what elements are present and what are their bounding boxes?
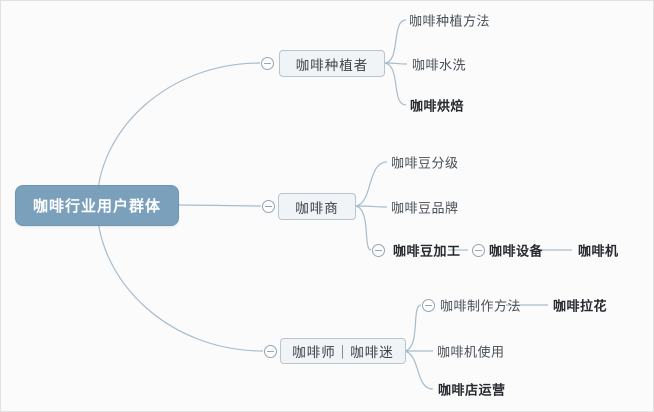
subtopic-bean-grading[interactable]: 咖啡豆分级 [391, 155, 459, 171]
subtopic-making-method[interactable]: 咖啡制作方法 [440, 298, 522, 314]
collapse-icon[interactable] [263, 344, 277, 358]
subtopic-coffee-equipment[interactable]: 咖啡设备 [489, 243, 544, 259]
subtopic-washing[interactable]: 咖啡水洗 [412, 57, 467, 73]
topic-barista-fan[interactable]: 咖啡师｜咖啡迷 [280, 338, 406, 364]
subtopic-bean-processing[interactable]: 咖啡豆加工 [393, 243, 461, 259]
collapse-icon[interactable] [371, 243, 385, 257]
subtopic-coffee-machine[interactable]: 咖啡机 [578, 243, 619, 259]
collapse-icon[interactable] [421, 298, 435, 312]
collapse-icon[interactable] [260, 56, 274, 70]
subtopic-machine-usage[interactable]: 咖啡机使用 [437, 344, 505, 360]
subtopic-latte-art[interactable]: 咖啡拉花 [553, 298, 608, 314]
root-topic[interactable]: 咖啡行业用户群体 [15, 185, 179, 226]
topic-coffee-merchant[interactable]: 咖啡商 [278, 193, 356, 220]
collapse-icon[interactable] [261, 199, 275, 213]
collapse-icon[interactable] [471, 243, 485, 257]
subtopic-shop-operation[interactable]: 咖啡店运营 [438, 382, 506, 398]
topic-coffee-grower[interactable]: 咖啡种植者 [279, 50, 385, 77]
subtopic-planting-method[interactable]: 咖啡种植方法 [409, 13, 491, 29]
subtopic-roasting[interactable]: 咖啡烘焙 [410, 98, 465, 114]
subtopic-bean-brand[interactable]: 咖啡豆品牌 [391, 200, 459, 216]
